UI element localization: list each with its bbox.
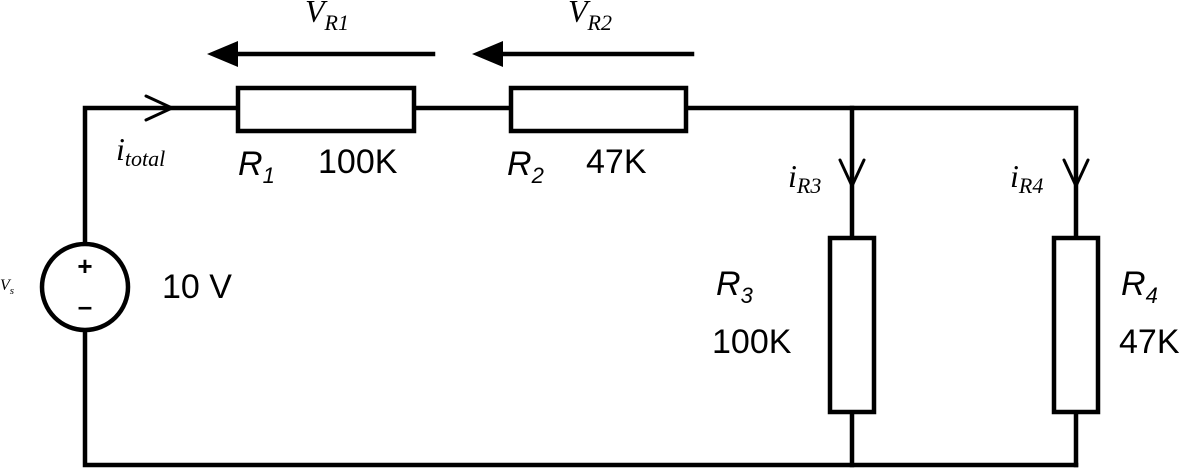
resistor-r4-value: 47K bbox=[1119, 323, 1180, 361]
voltage-source-symbol bbox=[39, 241, 131, 333]
voltage-vr1: VR1 bbox=[207, 0, 436, 67]
voltage-vr1-label: VR1 bbox=[305, 0, 349, 35]
resistor-r1: R1 100K bbox=[235, 85, 417, 188]
voltage-vr2-label: VR2 bbox=[568, 0, 612, 35]
source-minus-sign: – bbox=[78, 291, 92, 321]
resistor-r1-body bbox=[235, 85, 417, 134]
current-ir3-arrow bbox=[838, 158, 866, 188]
total-current-arrow bbox=[144, 94, 174, 122]
resistor-r1-value: 100K bbox=[318, 143, 398, 181]
resistor-r2-value: 47K bbox=[586, 143, 647, 181]
resistor-r2-label: R2 bbox=[507, 145, 544, 188]
wire-top-right bbox=[683, 105, 1079, 241]
source-plus-sign: + bbox=[77, 251, 92, 281]
source-label: Vs bbox=[0, 277, 14, 297]
current-ir3-label: iR3 bbox=[788, 158, 821, 198]
resistor-r3-value: 100K bbox=[712, 323, 792, 361]
total-current-label: itotal bbox=[116, 131, 165, 171]
source-value: 10 V bbox=[162, 268, 232, 306]
resistor-r4-label: R4 bbox=[1121, 265, 1158, 308]
resistor-r2: R2 47K bbox=[507, 85, 689, 188]
voltage-vr2-arrowhead bbox=[472, 41, 503, 67]
resistor-r1-label: R1 bbox=[238, 145, 275, 188]
resistor-r4: iR4 R4 47K bbox=[1010, 158, 1180, 415]
wires bbox=[82, 105, 1079, 468]
current-ir4-arrow bbox=[1062, 158, 1090, 188]
wire-bottom bbox=[82, 327, 1079, 468]
resistor-r2-body bbox=[508, 85, 689, 134]
voltage-vr1-arrowhead bbox=[207, 41, 238, 67]
total-current: itotal bbox=[116, 94, 174, 171]
current-ir4-label: iR4 bbox=[1010, 158, 1043, 198]
resistor-r4-body bbox=[1051, 235, 1101, 415]
voltage-source: + – Vs 10 V bbox=[0, 241, 232, 333]
resistor-r3-label: R3 bbox=[716, 265, 754, 308]
voltage-vr2: VR2 bbox=[472, 0, 695, 67]
resistor-r3: iR3 R3 100K bbox=[712, 158, 877, 415]
resistor-r3-body bbox=[827, 235, 877, 415]
wire-left-top bbox=[82, 105, 241, 246]
